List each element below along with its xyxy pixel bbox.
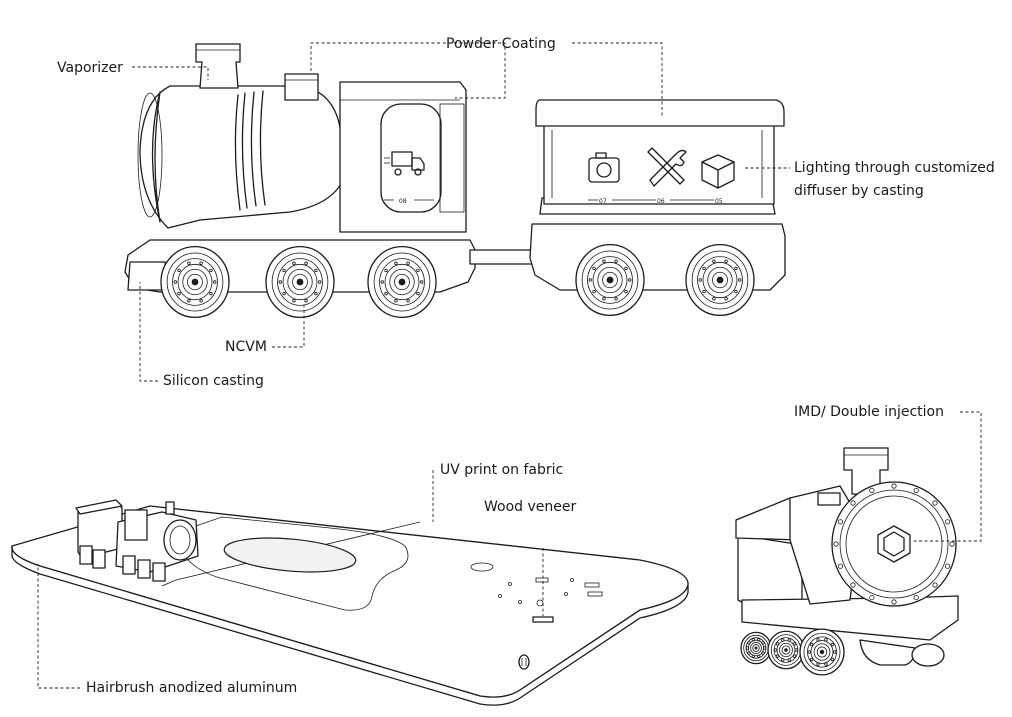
wagon-panel-number-05: 05 — [715, 198, 723, 205]
callout-silicon-casting: Silicon casting — [163, 373, 264, 389]
rivet — [944, 563, 951, 569]
rivet — [850, 500, 856, 506]
callout-leaders — [37, 42, 982, 689]
top-wheels — [160, 243, 755, 319]
hexagon-logo-icon — [877, 525, 911, 563]
cab-panel-number: 08 — [399, 198, 407, 205]
callout-wood-veneer: Wood veneer — [484, 499, 576, 515]
rivet — [869, 594, 875, 601]
callout-uv-print: UV print on fabric — [440, 462, 563, 478]
wagon-panel-number-07: 07 — [599, 198, 607, 205]
rivet — [932, 500, 938, 506]
wheel — [767, 630, 805, 670]
callout-imd: IMD/ Double injection — [794, 404, 944, 420]
wheel — [265, 245, 335, 319]
wagon-panel-number-06: 06 — [657, 198, 665, 205]
camera-icon — [588, 152, 620, 183]
callout-lighting-line1: Lighting through customized — [794, 160, 995, 176]
wheel — [575, 243, 645, 317]
charging-pad-view — [11, 499, 689, 706]
wheel — [160, 245, 230, 319]
wheel — [685, 243, 755, 317]
callout-powder-coating: Powder Coating — [446, 36, 556, 52]
callout-hairbrush: Hairbrush anodized aluminum — [86, 680, 297, 696]
tools-icon — [647, 147, 687, 187]
wheel — [799, 628, 845, 676]
locomotive-front-view — [735, 447, 959, 676]
usb-port-icon — [518, 654, 530, 670]
rivet — [932, 582, 938, 588]
rivet — [837, 519, 844, 525]
cube-icon — [701, 154, 735, 189]
rivet — [913, 487, 919, 494]
rivet — [949, 541, 955, 547]
rivet — [913, 594, 919, 601]
rivet — [944, 519, 951, 525]
rivet — [869, 487, 875, 494]
rivet — [833, 541, 839, 547]
rivet — [850, 582, 856, 588]
truck-icon — [384, 151, 425, 176]
callout-lighting-line2: diffuser by casting — [794, 183, 924, 199]
callout-vaporizer: Vaporizer — [57, 60, 123, 76]
wheel — [740, 631, 772, 665]
mini-train — [75, 499, 199, 582]
rivet — [891, 483, 897, 489]
callout-ncvm: NCVM — [225, 339, 267, 355]
wheel — [367, 245, 437, 319]
rivet — [837, 563, 844, 569]
rivet — [891, 599, 897, 605]
